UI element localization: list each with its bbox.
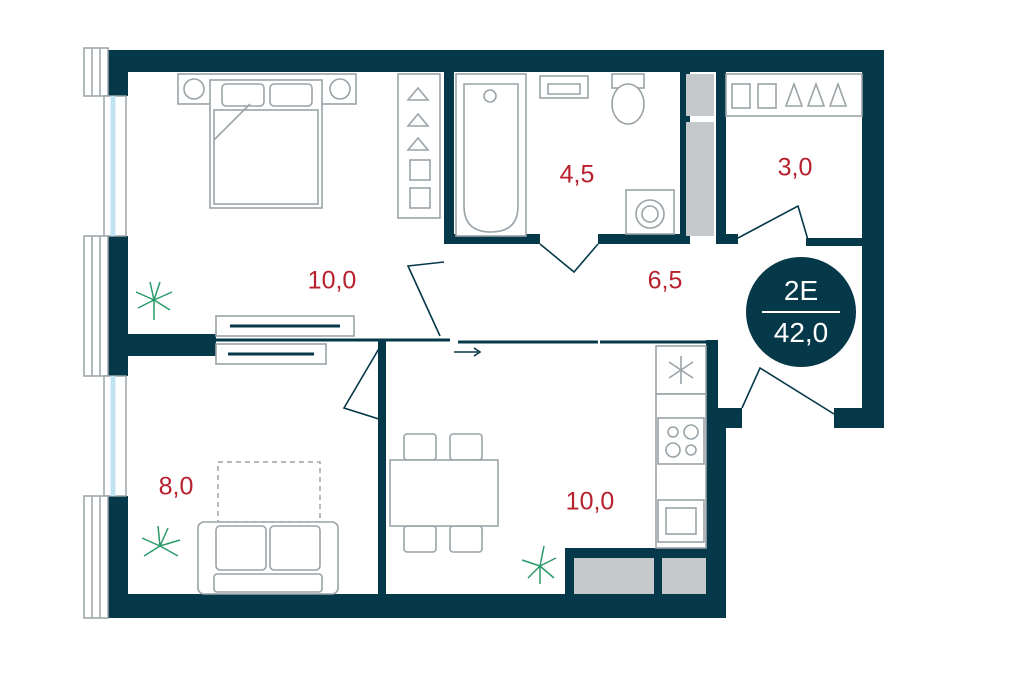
wardrobe-icon xyxy=(725,73,863,117)
dining-table-icon xyxy=(389,433,499,553)
kitchen-sink-icon xyxy=(657,499,705,543)
sofa-icon xyxy=(197,461,339,595)
sliding-wardrobe xyxy=(215,315,355,365)
bed-icon xyxy=(177,73,357,209)
interior-walls xyxy=(128,72,862,596)
plant-icon xyxy=(521,545,557,584)
apartment-type: 2E xyxy=(783,275,819,306)
room-area-bathroom: 4,5 xyxy=(559,160,595,189)
plant-icon xyxy=(141,525,181,557)
plant-icon xyxy=(135,281,173,320)
utility-shafts xyxy=(574,74,714,594)
sink-icon xyxy=(539,75,589,99)
wardrobe-icon xyxy=(397,73,441,219)
washing-machine-icon xyxy=(625,189,675,235)
apartment-badge: 2E 42,0 xyxy=(746,257,856,367)
toilet-icon xyxy=(611,73,645,125)
room-area-kitchen: 10,0 xyxy=(565,487,615,516)
doors xyxy=(342,204,835,421)
badge-divider xyxy=(762,311,840,313)
room-area-living-room: 8,0 xyxy=(158,472,194,501)
bathtub-icon xyxy=(455,73,527,237)
fridge-icon xyxy=(655,345,707,395)
room-area-hallway: 6,5 xyxy=(647,266,683,295)
outer-walls xyxy=(106,50,884,618)
room-area-wardrobe: 3,0 xyxy=(777,153,813,182)
stove-icon xyxy=(657,417,705,465)
room-area-bedroom: 10,0 xyxy=(307,266,357,295)
window-icon xyxy=(83,47,127,619)
apartment-total-area: 42,0 xyxy=(773,317,829,348)
